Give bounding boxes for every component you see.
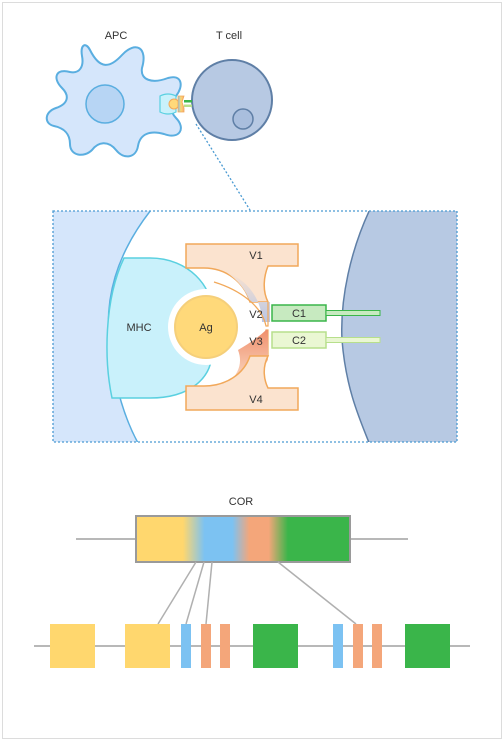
exon-orange-4	[372, 624, 382, 668]
exon-yellow-1	[50, 624, 95, 668]
receptor-v4	[185, 355, 299, 411]
synapse-mini	[159, 93, 192, 115]
exon-green-1	[253, 624, 298, 668]
apc-cell	[45, 44, 182, 158]
gene-transcript	[76, 515, 408, 563]
tcell-nucleus	[232, 108, 254, 130]
zoom-guide-line	[195, 123, 251, 211]
ag-label: Ag	[199, 322, 212, 334]
apc-nucleus	[85, 84, 125, 124]
gene-label: COR	[229, 496, 254, 508]
zoom-border	[52, 210, 458, 443]
apc-label: APC	[105, 30, 128, 42]
exon-blue-1	[181, 624, 191, 668]
receptor-v2	[226, 272, 270, 322]
exon-orange-3	[353, 624, 363, 668]
mhc-label: MHC	[126, 322, 151, 334]
exon-green-2	[405, 624, 450, 668]
exon-orange-1	[201, 624, 211, 668]
antigen	[174, 295, 238, 359]
transcript-bar	[135, 515, 351, 563]
tcell-membrane	[341, 211, 457, 442]
gene-connectors	[157, 561, 357, 625]
tcell-label: T cell	[216, 30, 242, 42]
t-cell	[191, 59, 273, 141]
c1-tail	[325, 310, 381, 316]
exon-yellow-2	[125, 624, 170, 668]
genomic-locus	[34, 624, 470, 668]
v2-label: V2	[249, 309, 262, 321]
c2-tail	[325, 337, 381, 343]
zoom-panel	[52, 210, 458, 443]
exon-orange-2	[220, 624, 230, 668]
tcell-body	[191, 59, 273, 141]
v4-label: V4	[249, 394, 262, 406]
exon-blue-2	[333, 624, 343, 668]
c2-label: C2	[292, 335, 306, 347]
c1-label: C1	[292, 308, 306, 320]
v1-label: V1	[249, 250, 262, 262]
v3-label: V3	[249, 336, 262, 348]
